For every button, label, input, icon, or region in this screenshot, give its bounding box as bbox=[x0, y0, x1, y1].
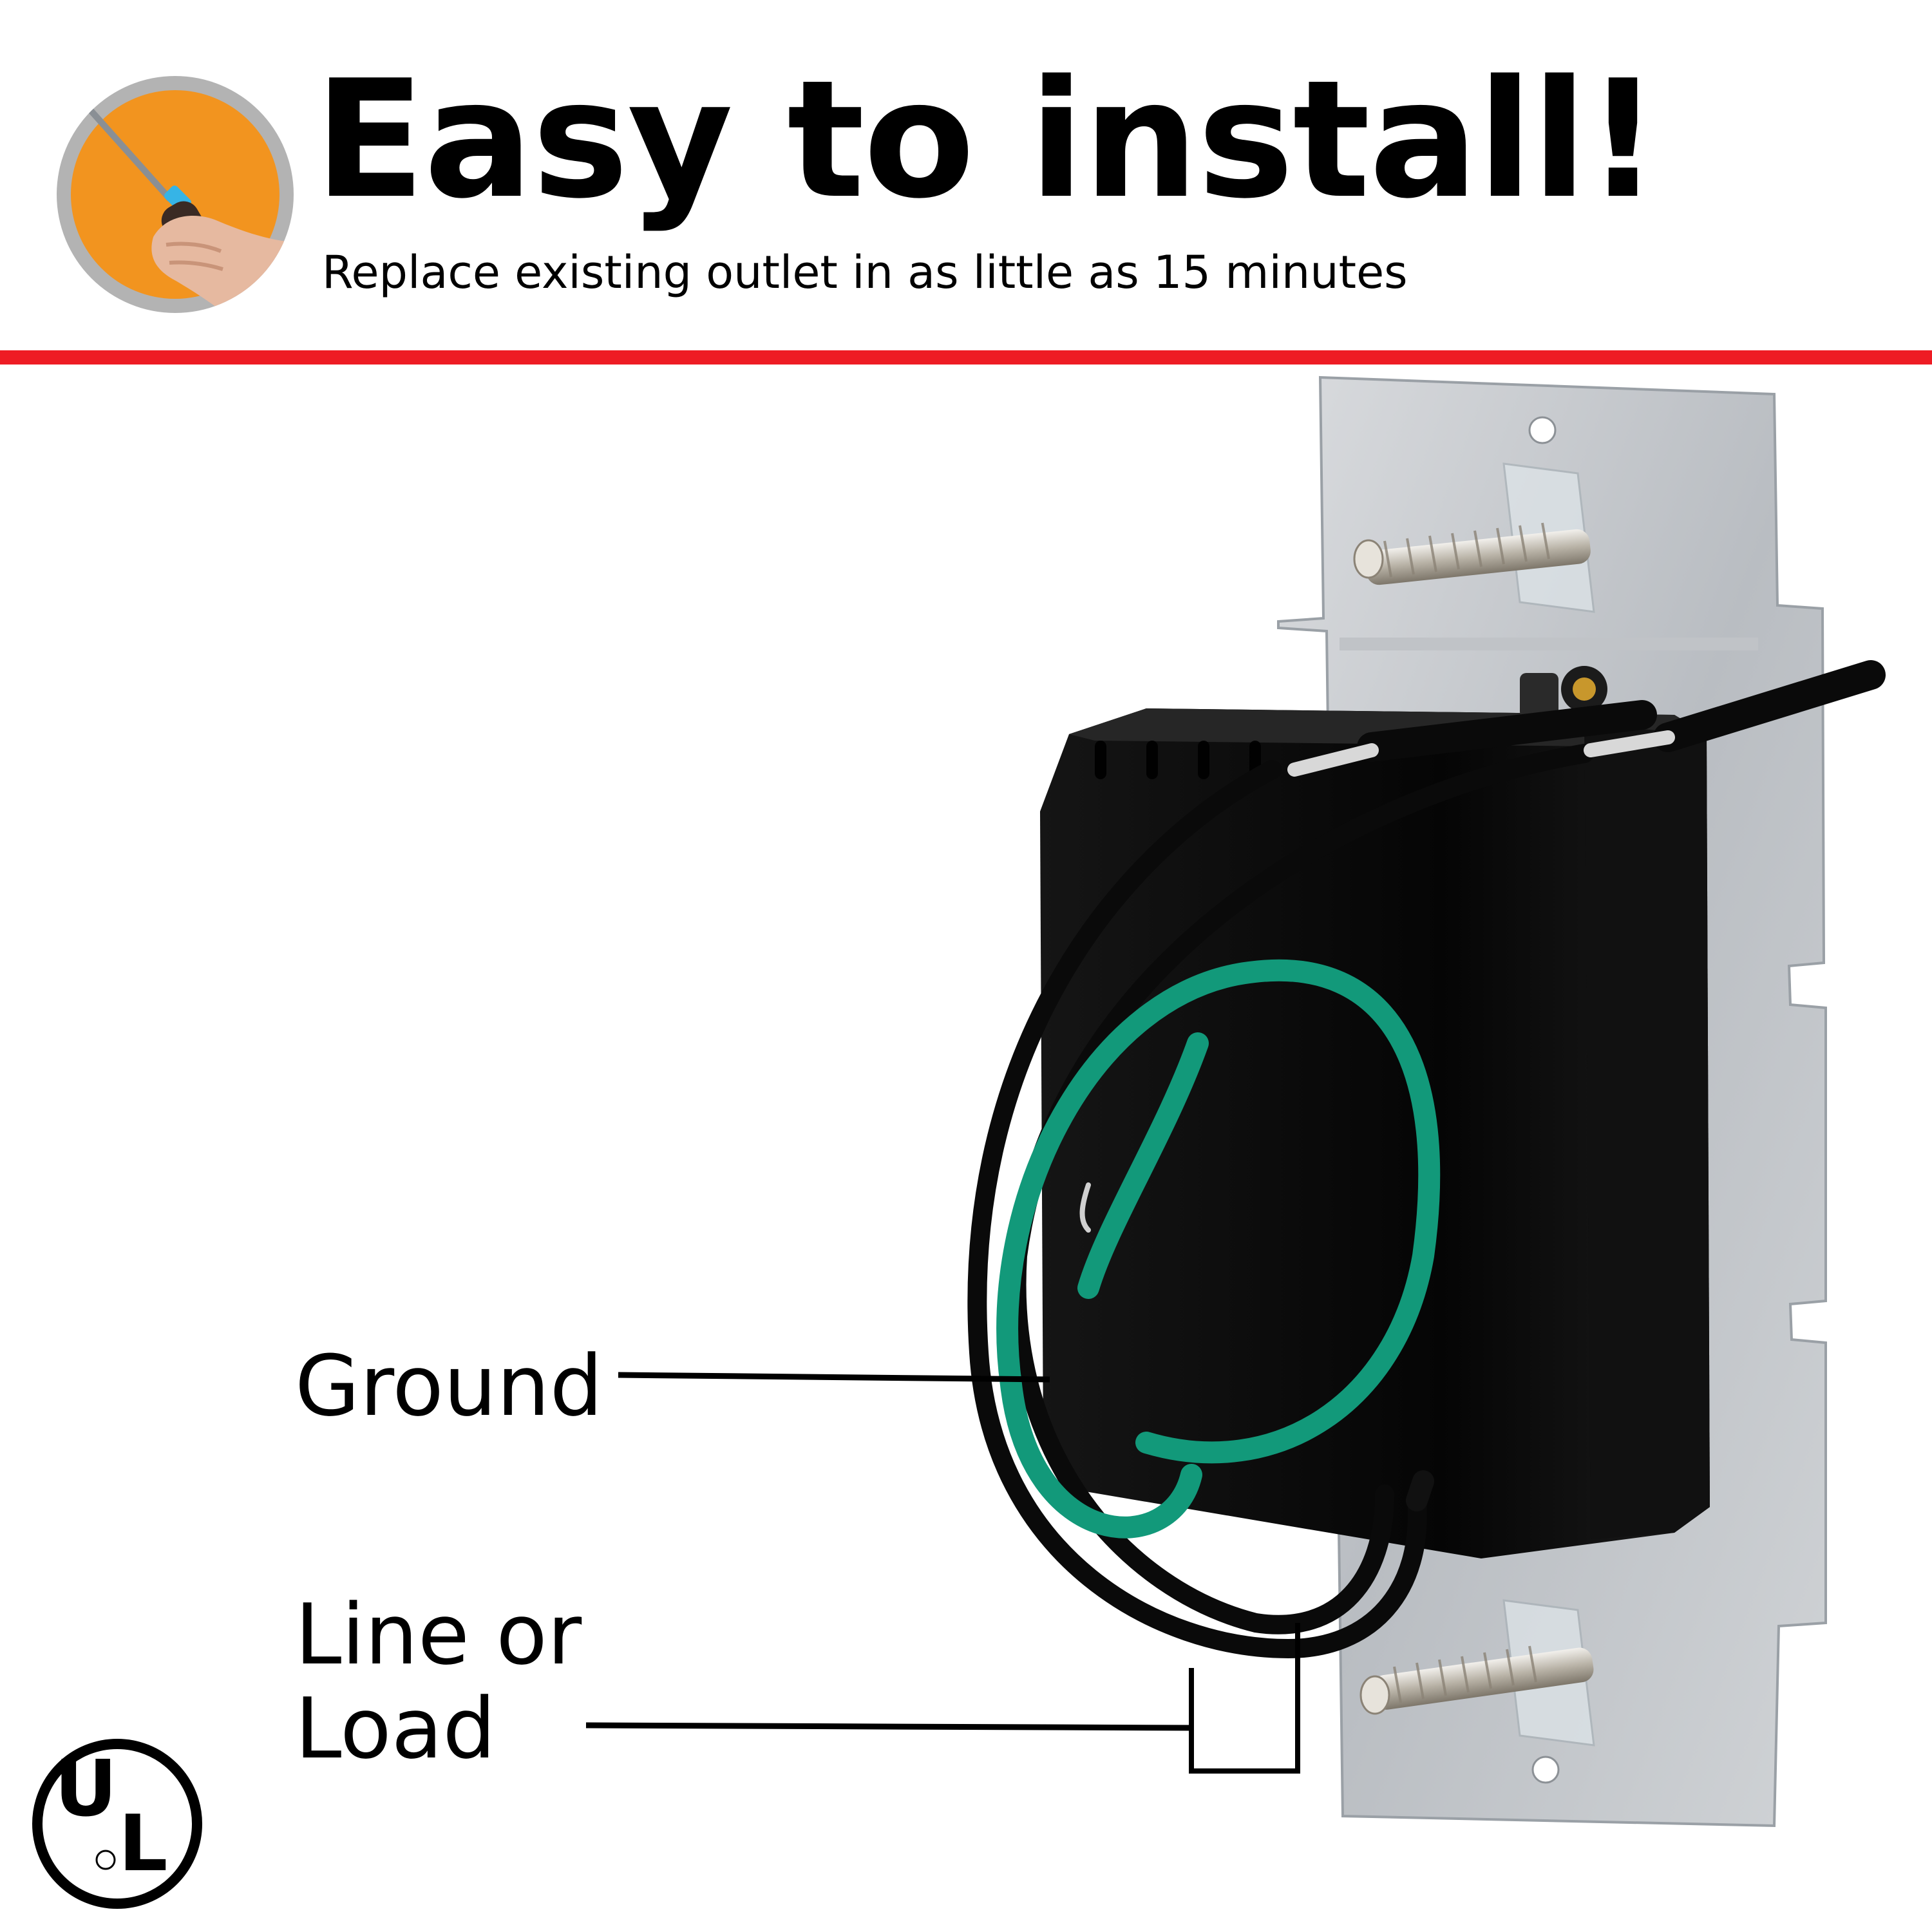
line-load-wires bbox=[967, 660, 1886, 1659]
hand-screwdriver-icon bbox=[57, 76, 294, 313]
ground-callout-label: Ground bbox=[295, 1337, 603, 1435]
ground-wire bbox=[996, 959, 1441, 1539]
page-title: Easy to install! bbox=[314, 46, 1660, 234]
callout-lines bbox=[585, 1372, 1300, 1774]
page-subtitle: Replace existing outlet in as little as … bbox=[322, 246, 1408, 299]
header-divider bbox=[0, 350, 1932, 365]
switch-housing bbox=[1040, 666, 1710, 1558]
top-mounting-screw bbox=[1353, 462, 1595, 613]
line-load-callout-label: Line or Load bbox=[295, 1586, 582, 1777]
line-load-label-line2: Load bbox=[295, 1679, 496, 1777]
ul-logo-l: L bbox=[118, 1799, 167, 1889]
ul-listed-icon: U L bbox=[32, 1739, 202, 1909]
bottom-mounting-screw bbox=[1359, 1599, 1595, 1747]
ul-logo-u: U bbox=[55, 1745, 117, 1834]
line-load-label-line1: Line or bbox=[295, 1586, 582, 1683]
